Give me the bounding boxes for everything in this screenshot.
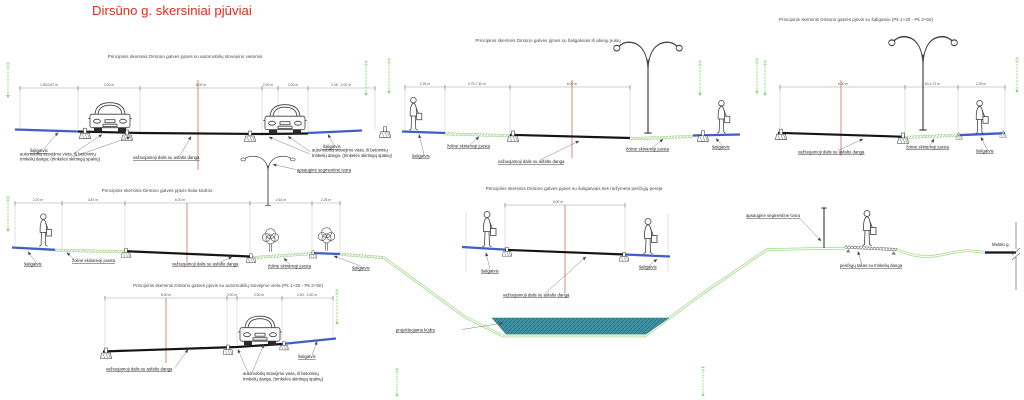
dim-text: 0.75-7.40 m	[468, 82, 486, 86]
label-sidewalk: šaligatvis	[30, 148, 48, 153]
pond-water	[491, 317, 670, 335]
label-green-strip: žolinė skiriamoji juosta	[72, 258, 116, 263]
label-roadway: važiuojamoji dalis su asfalto danga	[172, 262, 239, 267]
section-c-title: Principinis skersinis Dirsūno gatvės pjū…	[779, 17, 933, 22]
dim-text: 6.00 m	[175, 198, 186, 202]
label-sidewalk: šaligatvis	[24, 262, 42, 267]
dim-text: 6.00 m	[161, 293, 172, 297]
label-roadway: važiuojamoji dalis su asfalto danga	[133, 155, 200, 160]
label-sidewalk: šaligatvis	[323, 144, 341, 149]
section-c: Principinis skersinis Dirsūno gatvės pjū…	[762, 17, 1020, 156]
label-roadway: važiuojamoji dalis su asfalto danga	[498, 159, 565, 164]
label-parking: trinkelių danga, (trinkelės skirtingų sp…	[312, 153, 393, 158]
label-metalo-street: Metalo g.	[992, 242, 1010, 247]
label-parking: automobilių stovėjimo vieta, iš betonini…	[243, 371, 319, 376]
label-parking: trinkelių danga, (trinkelės skirtingų sp…	[20, 157, 101, 162]
section-a-title: Principinis skersinis Dirsūno gatvės pjū…	[108, 54, 263, 59]
label-green-strip: žolinė skiriamoji juosta	[626, 147, 670, 152]
label-path: pėsčiųjų takas su trinkelių danga	[840, 263, 903, 268]
dim-text: 2.25 m	[420, 82, 431, 86]
dim-text: 1.80/2.87 m	[40, 83, 58, 87]
sidewalk-surface	[14, 128, 79, 133]
sidewalk-surface	[281, 337, 337, 346]
label-sidewalk: šaligatvis	[412, 154, 430, 159]
dim-text: 2.00 m	[288, 83, 299, 87]
dim-text: 1.00-4.70 m	[922, 82, 940, 86]
label-parking: automobilių stovėjimo vieta, iš betonini…	[20, 152, 96, 157]
section-f-title: Principinis skersinis Dirsūno gatvės pjū…	[133, 283, 323, 288]
dim-text: 2.20 m	[33, 198, 44, 202]
dim-text: 6.00 m	[196, 83, 207, 87]
section-f: Principinis skersinis Dirsūno gatvės pjū…	[100, 283, 340, 382]
dim-text: 6.00 m	[553, 200, 564, 204]
dim-text: 6.00 m	[838, 82, 849, 86]
road-surface	[124, 250, 251, 258]
road-surface	[777, 131, 906, 138]
section-e: Principinis skersinis Dirsūno gatvės pjū…	[461, 186, 671, 298]
section-b: Principinis skersinis Dirsūno gatvės pjū…	[401, 38, 760, 164]
sidewalk-surface	[311, 251, 341, 256]
dim-text: 2.05 - 3.00 m	[331, 83, 351, 87]
label-green-strip: žolinė skiriamoji juosta	[447, 144, 491, 149]
label-fence: apsauginė segmentinė tvora	[746, 213, 801, 218]
green-strip-surface	[339, 252, 384, 259]
label-pond: projektuojama kūdra	[396, 328, 436, 333]
fence-post	[821, 207, 827, 248]
label-parking: automobilių stovėjimo vieta, iš betonini…	[312, 148, 388, 153]
dim-text: 2.25 m	[321, 198, 332, 202]
green-strip-surface	[904, 133, 959, 139]
label-sidewalk: šaligatvis	[298, 354, 316, 359]
section-b-title: Principinis skersinis Dirsūno gatvės pjū…	[475, 38, 621, 43]
section-e-title: Principinis skersinis Dirsūno gatvės pjū…	[486, 186, 663, 191]
sidewalk-surface	[624, 253, 671, 258]
section-d: Principinis skersinis Dirsūno gatvės pjū…	[5, 188, 384, 271]
green-strip-surface	[444, 132, 511, 138]
sidewalk-surface	[692, 133, 741, 137]
sidewalk-surface	[461, 245, 506, 251]
label-sidewalk: šaligatvis	[352, 266, 370, 271]
label-roadway: važiuojamoji dalis su asfalto danga	[798, 150, 865, 155]
label-sidewalk: šaligatvis	[712, 145, 730, 150]
section-d-title: Principinis skersinis Dirsūno gatvės pjū…	[102, 188, 214, 193]
road-surface	[102, 342, 283, 353]
label-green-strip: žolinė skiriamoji juosta	[906, 145, 950, 150]
pond-and-embankment: projektuojama kūdra apsauginė segmentinė…	[382, 207, 1021, 398]
green-strip-surface	[54, 248, 126, 254]
dim-text: 2.61 m	[276, 198, 287, 202]
road-surface	[77, 130, 309, 136]
road-surface	[509, 133, 631, 140]
green-strip-surface	[629, 135, 694, 141]
dim-text: 2.25 m	[976, 82, 987, 86]
sidewalk-surface	[307, 129, 363, 135]
dim-text: 2.00 m	[254, 293, 265, 297]
dim-text: 2.00 m	[263, 83, 274, 87]
dim-text: 2.50 - 2.60 m	[297, 293, 317, 297]
section-a: Principinis skersinis Dirsūno gatvės pjū…	[5, 54, 393, 206]
label-sidewalk: šaligatvis	[639, 265, 657, 270]
sidewalk-surface	[401, 130, 446, 135]
road-surface	[504, 248, 626, 256]
label-fence: apsauginė segmentinė tvora	[297, 168, 352, 173]
paved-path-surface	[844, 245, 898, 252]
sidewalk-surface	[957, 132, 1006, 137]
dim-text: 2.00 m	[227, 293, 238, 297]
label-roadway: važiuojamoji dalis su asfalto danga	[503, 293, 570, 298]
label-green-strip: žolinė skiriamoji juosta	[268, 264, 312, 269]
sidewalk-surface	[11, 246, 56, 251]
page-title: Dirsūno g. skersiniai pjūviai	[92, 3, 252, 18]
label-parking: trinkelių danga, (trinkelės skirtingų sp…	[243, 377, 324, 382]
green-strip-surface	[252, 252, 313, 259]
label-sidewalk: šaligatvis	[976, 149, 994, 154]
dim-text: 3.87 m	[88, 198, 99, 202]
break-symbol	[1011, 222, 1021, 290]
label-sidewalk: šaligatvis	[481, 269, 499, 274]
label-roadway: važiuojamoji dalis su asfalto danga	[106, 367, 173, 372]
dim-text: 2.00 m	[104, 83, 115, 87]
